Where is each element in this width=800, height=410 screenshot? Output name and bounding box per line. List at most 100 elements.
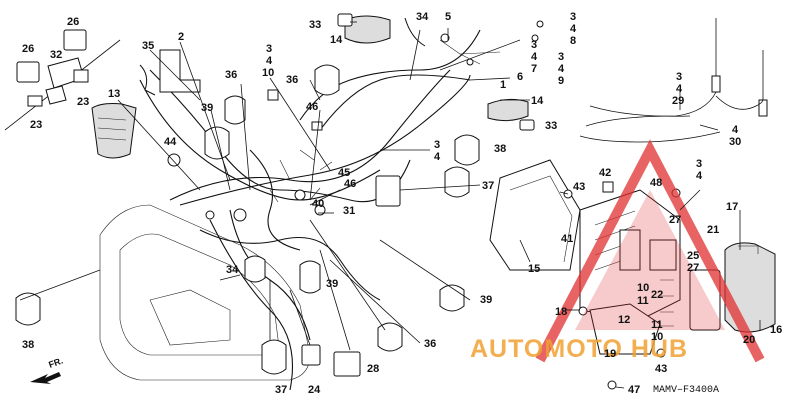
cover-14-top bbox=[344, 15, 391, 44]
callout: 25 bbox=[687, 250, 699, 262]
callout: 46 bbox=[306, 101, 318, 113]
cover-17 bbox=[724, 242, 776, 333]
callout: 23 bbox=[77, 96, 89, 108]
callout: 3 bbox=[434, 139, 440, 151]
callout: 11 bbox=[637, 295, 649, 307]
callout: 10 bbox=[651, 331, 663, 343]
clip-35 bbox=[139, 64, 156, 96]
callout: 8 bbox=[570, 35, 576, 47]
callout: 3 bbox=[696, 158, 702, 170]
leader-lines bbox=[19, 21, 761, 351]
callout: 17 bbox=[726, 201, 738, 213]
cover-14-right bbox=[487, 98, 529, 122]
box-3-4 bbox=[375, 175, 401, 207]
callout: 30 bbox=[729, 136, 741, 148]
connector-24 bbox=[301, 344, 321, 366]
callout: 15 bbox=[528, 263, 540, 275]
ecu-cover-ribs bbox=[97, 117, 127, 141]
callout: 9 bbox=[558, 75, 564, 87]
callout: 14 bbox=[330, 34, 343, 46]
callout: 19 bbox=[604, 348, 616, 360]
callout: 41 bbox=[561, 233, 573, 245]
callout: 44 bbox=[164, 136, 177, 148]
clip-33-top bbox=[337, 13, 353, 27]
callout-labels: 26 26 32 23 23 13 35 2 36 39 44 3 4 10 3… bbox=[22, 11, 782, 396]
clamp-39-mid bbox=[299, 260, 321, 294]
clip-small bbox=[45, 85, 67, 105]
watermark-text: AUTOMOTO HUB bbox=[470, 335, 688, 363]
callout: 42 bbox=[599, 167, 611, 179]
top-parts bbox=[337, 13, 544, 131]
callout: 38 bbox=[494, 143, 506, 155]
callout: 32 bbox=[50, 49, 62, 61]
callout: 26 bbox=[67, 16, 79, 28]
callout: 28 bbox=[367, 363, 379, 375]
relay-28 bbox=[333, 351, 361, 377]
screw-5 bbox=[440, 33, 450, 43]
clamp-37-lower bbox=[261, 339, 287, 375]
connector-23-right bbox=[73, 69, 89, 83]
clip-42 bbox=[602, 181, 614, 193]
frame-outline bbox=[99, 204, 311, 381]
watermark-triangle bbox=[535, 139, 765, 363]
clamp-36-mid bbox=[314, 64, 340, 96]
callout: 34 bbox=[416, 11, 429, 23]
bracket-2 bbox=[159, 49, 201, 93]
callout: 24 bbox=[308, 384, 321, 396]
callout: 36 bbox=[225, 69, 237, 81]
clamp-37-upper bbox=[444, 166, 470, 198]
bolt-47 bbox=[607, 380, 617, 390]
callout: 4 bbox=[676, 83, 683, 95]
callout: 37 bbox=[482, 180, 494, 192]
grommet-18 bbox=[578, 306, 588, 316]
callout: 33 bbox=[545, 120, 557, 132]
callout: 36 bbox=[286, 74, 298, 86]
ecu-cover-13 bbox=[91, 103, 137, 159]
relay-group-top-left bbox=[16, 29, 89, 107]
connector-46 bbox=[311, 121, 323, 131]
callout: 4 bbox=[558, 63, 565, 75]
connector-23-left bbox=[27, 95, 43, 107]
callout: 43 bbox=[573, 181, 585, 193]
callout: 47 bbox=[628, 384, 640, 396]
callout: 4 bbox=[570, 23, 577, 35]
callout: 29 bbox=[672, 95, 684, 107]
callout: 40 bbox=[312, 198, 324, 210]
clamp-34 bbox=[244, 255, 266, 283]
clamp-38-upper bbox=[454, 134, 480, 166]
callout: 13 bbox=[108, 88, 120, 100]
callout: 38 bbox=[22, 339, 34, 351]
callout: 20 bbox=[743, 334, 755, 346]
clamp-parts bbox=[15, 49, 480, 377]
callout: 3 bbox=[531, 39, 537, 51]
callout: 10 bbox=[262, 67, 274, 79]
callout: 2 bbox=[178, 31, 184, 43]
wire-34 bbox=[404, 17, 426, 47]
callout: 3 bbox=[570, 11, 576, 23]
callout: 18 bbox=[555, 306, 567, 318]
callout: 37 bbox=[275, 384, 287, 396]
callout: 7 bbox=[531, 63, 537, 75]
clip-33-right bbox=[519, 119, 535, 131]
callout: 23 bbox=[30, 119, 42, 131]
clamp-36-upper bbox=[224, 95, 246, 125]
callout: 4 bbox=[732, 124, 739, 136]
antenna-cables bbox=[579, 18, 768, 143]
grommet-44 bbox=[167, 153, 181, 167]
callout: 3 bbox=[558, 51, 564, 63]
callout: 46 bbox=[344, 178, 356, 190]
callout: 27 bbox=[687, 262, 699, 274]
callout: 1 bbox=[500, 79, 506, 91]
callout: 4 bbox=[266, 55, 273, 67]
callout: 4 bbox=[531, 51, 538, 63]
callout: 31 bbox=[343, 205, 355, 217]
callout: 26 bbox=[22, 43, 34, 55]
callout: 3 bbox=[676, 71, 682, 83]
callout: 11 bbox=[651, 319, 663, 331]
bracket-12 bbox=[589, 303, 661, 355]
relay-26-upper bbox=[63, 29, 87, 51]
callout: 12 bbox=[618, 314, 630, 326]
diagram-caption: MAMV–F3400A bbox=[653, 385, 719, 396]
callout: 27 bbox=[669, 214, 681, 226]
